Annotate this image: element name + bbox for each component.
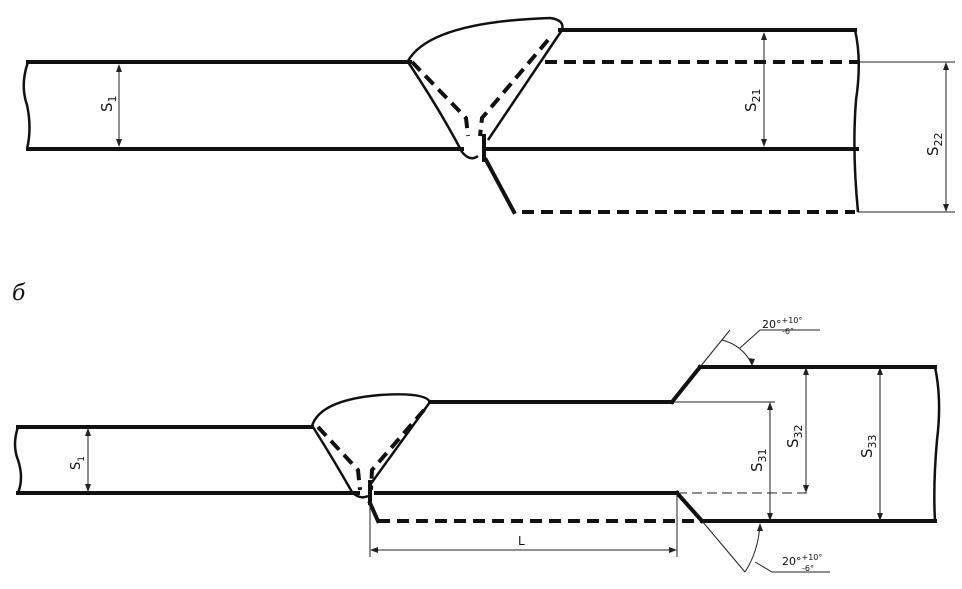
bottom-dashed-groove-right: [369, 408, 426, 491]
top-s22-label: S22: [924, 132, 945, 156]
bottom-lower-transition: [674, 490, 705, 524]
figure-b-label: б: [12, 281, 26, 306]
top-s1-label: S1: [98, 95, 119, 112]
bottom-s32-label: S32: [784, 424, 805, 448]
bottom-angle-bottom-leader: [754, 561, 830, 573]
bottom-weld-left-bevel: [311, 426, 369, 499]
bottom-l-label: L: [518, 534, 525, 548]
bottom-angle-bottom-arc: [744, 524, 761, 573]
bottom-weld-cap: [310, 393, 432, 427]
bottom-upper-transition: [669, 364, 703, 405]
top-dashed-groove-left: [410, 60, 470, 137]
top-left-break-line: [22, 61, 31, 150]
bottom-angle-bottom-label: 20°+10°: [782, 553, 822, 568]
top-weld-right-bevel: [486, 29, 564, 141]
bottom-angle-top-ext: [699, 329, 731, 368]
top-diagram: S1 S21 S22: [22, 16, 955, 215]
top-bottom-bevel: [483, 157, 517, 215]
top-weld-cap: [406, 16, 564, 62]
top-s21-label: S21: [742, 88, 763, 112]
top-weld-left-bevel: [406, 61, 479, 160]
bottom-angle-bottom-tolerance: -6°: [802, 564, 814, 573]
bottom-root-bevel: [367, 500, 381, 524]
bottom-angle-top-label: 20°+10°: [762, 316, 802, 331]
bottom-angle-top-leader: [739, 329, 820, 349]
bottom-s33-label: S33: [858, 434, 879, 458]
bottom-angle-bottom-ext: [701, 520, 746, 573]
bottom-diagram: S1 S31 S32 S33 L 20°+10° -6°: [13, 316, 941, 573]
bottom-s1-label: S1: [69, 456, 87, 470]
bottom-left-break-line: [13, 426, 23, 494]
bottom-right-break-line: [933, 366, 941, 522]
bottom-angle-top-arc: [721, 339, 753, 365]
top-dashed-groove-right: [478, 38, 550, 137]
top-right-break-line: [853, 29, 861, 213]
bottom-dashed-groove-left: [316, 425, 362, 491]
bottom-s31-label: S31: [748, 448, 769, 472]
bottom-angle-top-tolerance: -6°: [782, 327, 794, 336]
